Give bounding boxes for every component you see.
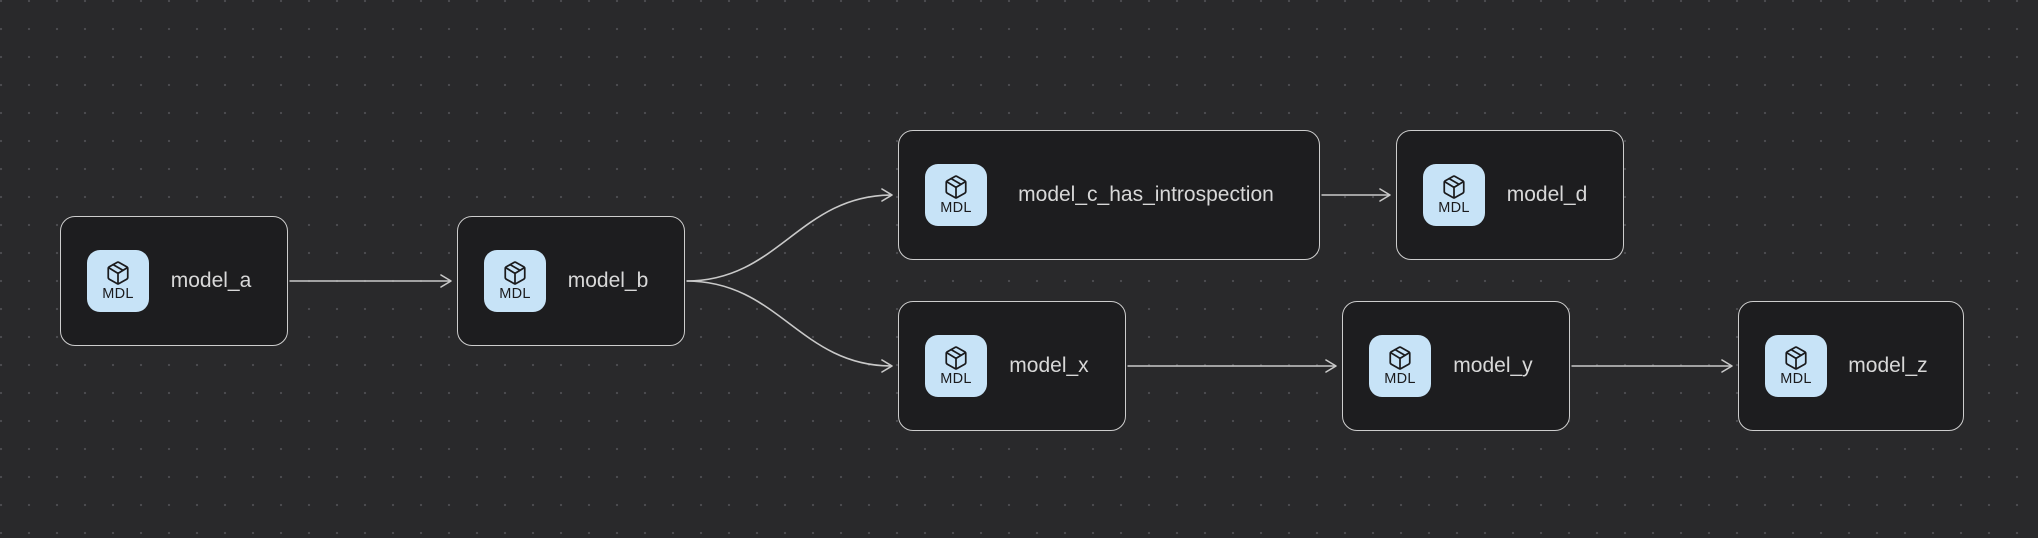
model-badge-label: MDL: [1384, 370, 1416, 387]
package-cube-icon: [1785, 345, 1807, 370]
model-badge: MDL: [925, 335, 987, 397]
model-badge: MDL: [1765, 335, 1827, 397]
package-cube-icon: [1389, 345, 1411, 370]
package-cube-icon: [945, 174, 967, 199]
node-model_a[interactable]: MDL model_a: [60, 216, 288, 346]
node-model_b[interactable]: MDL model_b: [457, 216, 685, 346]
model-badge: MDL: [925, 164, 987, 226]
model-badge: MDL: [1423, 164, 1485, 226]
node-label: model_y: [1453, 354, 1533, 377]
node-label: model_b: [567, 269, 649, 292]
model-badge: MDL: [87, 250, 149, 312]
model-badge: MDL: [1369, 335, 1431, 397]
model-badge: MDL: [484, 250, 546, 312]
model-badge-label: MDL: [940, 199, 972, 216]
model-badge-label: MDL: [1780, 370, 1812, 387]
node-model_d[interactable]: MDL model_d: [1396, 130, 1624, 260]
node-model_x[interactable]: MDL model_x: [898, 301, 1126, 431]
node-label: model_a: [170, 269, 252, 292]
package-cube-icon: [1443, 174, 1465, 199]
node-model_z[interactable]: MDL model_z: [1738, 301, 1964, 431]
node-label: model_c_has_introspection: [1018, 183, 1274, 206]
edge-model_b-to-model_c_has_introspection: [686, 188, 893, 282]
package-cube-icon: [107, 260, 129, 285]
edge-model_b-to-model_x: [686, 280, 893, 373]
model-badge-label: MDL: [102, 285, 134, 302]
package-cube-icon: [504, 260, 526, 285]
package-cube-icon: [945, 345, 967, 370]
node-model_y[interactable]: MDL model_y: [1342, 301, 1570, 431]
model-badge-label: MDL: [940, 370, 972, 387]
node-label: model_z: [1848, 354, 1928, 377]
model-badge-label: MDL: [499, 285, 531, 302]
model-badge-label: MDL: [1438, 199, 1470, 216]
node-model_c_has_introspection[interactable]: MDL model_c_has_introspection: [898, 130, 1320, 260]
node-label: model_d: [1506, 183, 1588, 206]
node-label: model_x: [1009, 354, 1089, 377]
